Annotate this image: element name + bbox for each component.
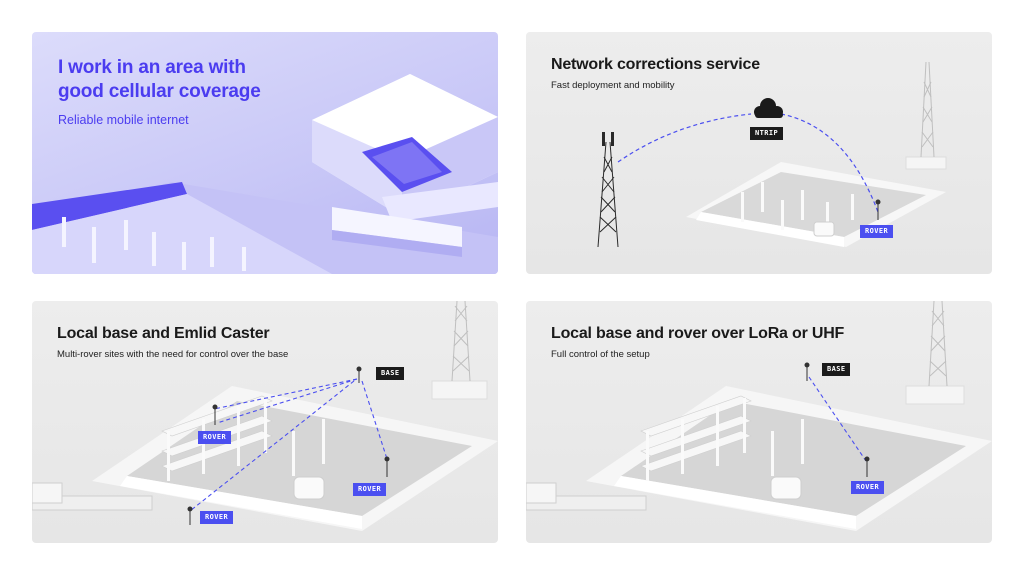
building-illustration bbox=[32, 74, 498, 274]
link-cloud-to-rover bbox=[780, 113, 879, 213]
ntrip-illustration bbox=[597, 61, 947, 248]
panel-subtitle: Reliable mobile internet bbox=[58, 113, 189, 127]
panel-cellular[interactable]: I work in an area with good cellular cov… bbox=[32, 32, 498, 274]
rover-label: ROVER bbox=[851, 481, 885, 494]
rover-label-3: ROVER bbox=[200, 511, 234, 524]
base-label: BASE bbox=[822, 363, 851, 376]
panel-caster[interactable]: Local base and Emlid Caster Multi-rover … bbox=[32, 301, 498, 543]
rover-label-2: ROVER bbox=[353, 483, 387, 496]
panel-subtitle: Fast deployment and mobility bbox=[551, 80, 675, 91]
cloud-icon bbox=[754, 98, 783, 118]
panel-ntrip[interactable]: Network corrections service Fast deploym… bbox=[526, 32, 992, 274]
base-figure bbox=[804, 362, 810, 381]
rover-label: ROVER bbox=[860, 225, 894, 238]
title-line-2: good cellular coverage bbox=[58, 81, 261, 102]
panel-title: Network corrections service bbox=[551, 56, 760, 73]
link-base-rover bbox=[808, 376, 867, 462]
rover-figure bbox=[875, 199, 881, 220]
link-tower-to-cloud bbox=[617, 113, 752, 163]
panel-subtitle: Full control of the setup bbox=[551, 349, 650, 360]
panel-title: Local base and Emlid Caster bbox=[57, 325, 270, 342]
panel-lora[interactable]: Local base and rover over LoRa or UHF Fu… bbox=[526, 301, 992, 543]
rover-label-1: ROVER bbox=[198, 431, 232, 444]
ntrip-label: NTRIP bbox=[750, 127, 784, 140]
link-base-rover1 bbox=[213, 378, 358, 410]
title-line-1: I work in an area with bbox=[58, 57, 246, 78]
base-figure bbox=[356, 366, 362, 383]
base-label: BASE bbox=[376, 367, 405, 380]
panel-title: Local base and rover over LoRa or UHF bbox=[551, 325, 845, 342]
link-base-rover1b bbox=[216, 378, 358, 424]
panel-title: I work in an area with good cellular cov… bbox=[58, 56, 261, 104]
panel-subtitle: Multi-rover sites with the need for cont… bbox=[57, 349, 289, 360]
